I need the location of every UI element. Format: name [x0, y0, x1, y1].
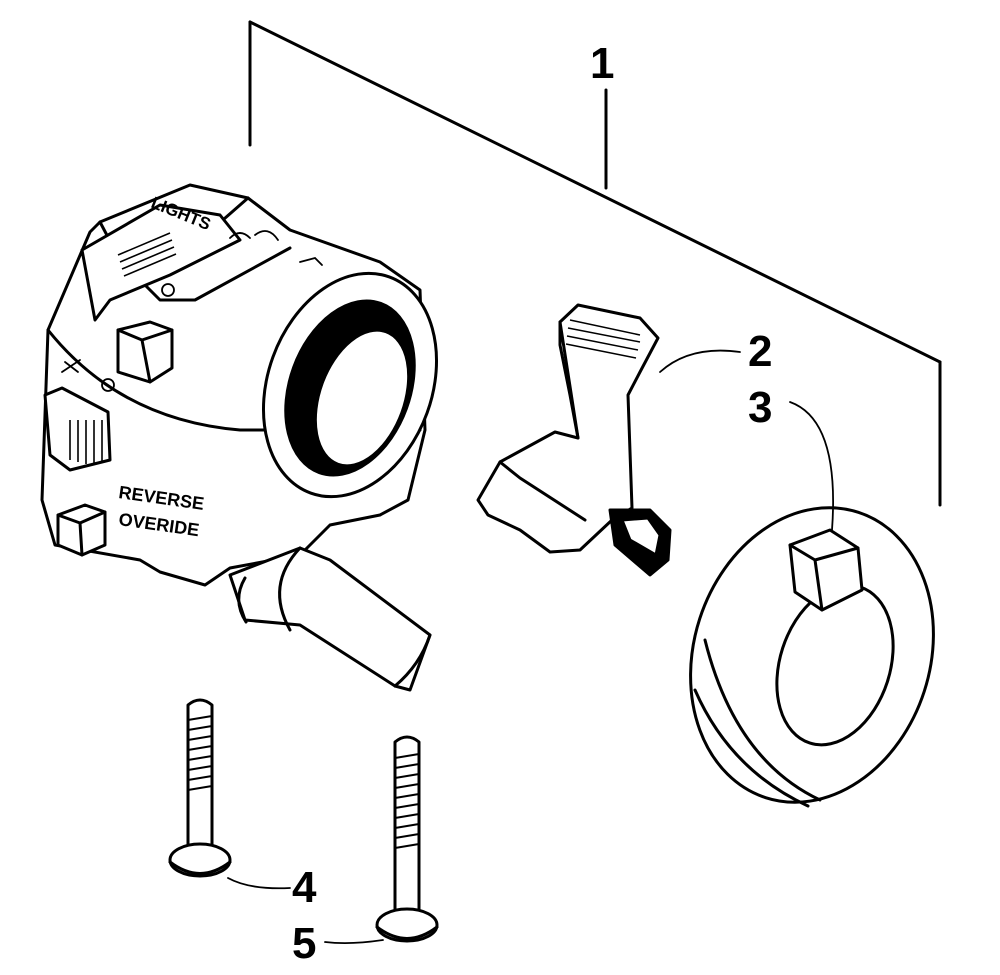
switch-housing [40, 183, 439, 692]
screw-long [375, 735, 439, 943]
screw-short [168, 698, 232, 878]
callout-3: 3 [748, 383, 772, 432]
callout-1: 1 [590, 39, 614, 88]
callout-4: 4 [292, 863, 317, 912]
leader-lines [227, 349, 834, 945]
assembly-bracket [248, 20, 942, 507]
callout-5: 5 [292, 919, 316, 968]
lever [476, 303, 672, 577]
end-cap [689, 506, 935, 808]
callout-2: 2 [748, 327, 772, 376]
